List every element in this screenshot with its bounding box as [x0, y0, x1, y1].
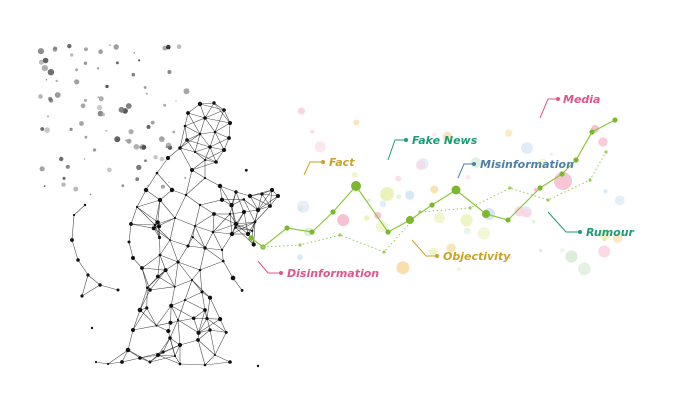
- label-fact-text: Fact: [329, 156, 355, 169]
- label-media: Media: [540, 93, 600, 118]
- label-objectivity-text: Objectivity: [443, 250, 511, 263]
- label-fact: Fact: [304, 156, 355, 175]
- label-objectivity: Objectivity: [412, 240, 511, 263]
- leader-rumour: [548, 212, 580, 232]
- label-fake-news-text: Fake News: [412, 134, 478, 147]
- label-rumour-text: Rumour: [586, 226, 635, 239]
- polygon-man-figure: [70, 101, 280, 367]
- label-disinformation-text: Disinformation: [287, 267, 379, 280]
- label-rumour: Rumour: [548, 212, 635, 239]
- leader-fake-news: [388, 140, 406, 160]
- leader-media: [540, 99, 558, 118]
- label-disinformation: Disinformation: [258, 261, 379, 280]
- label-fake-news: Fake News: [388, 134, 478, 160]
- dissolving-particles: [38, 44, 190, 195]
- leader-disinformation: [258, 261, 281, 273]
- leader-fact: [304, 162, 323, 175]
- label-misinformation-text: Misinformation: [480, 158, 574, 171]
- label-media-text: Media: [563, 93, 600, 106]
